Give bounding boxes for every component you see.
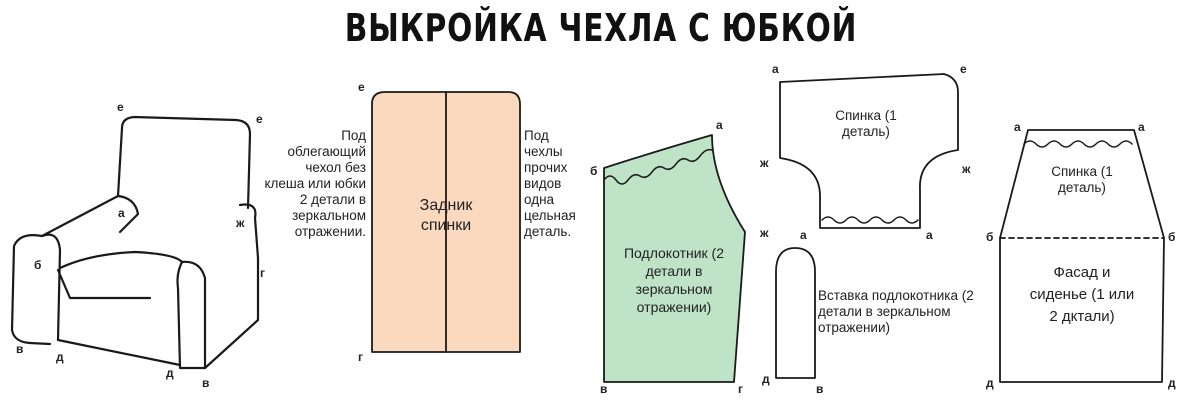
fasad-corner-d2: д [1168,376,1176,390]
spinka-corner-a3: а [926,228,933,242]
spinka-corner-a1: а [772,62,779,76]
podlokotnik-corner-a: а [716,118,723,132]
armchair-drawing [10,115,260,370]
fasad-corner-d1: д [986,376,994,390]
podlokotnik-label: Подлокотник (2 детали в зеркальном отраж… [623,245,724,315]
armchair-label-zh: ж [236,216,245,230]
podlokotnik-corner-v: в [600,382,608,396]
armchair-label-e2: е [256,112,263,126]
armchair-label-v2: в [202,376,210,390]
podlokotnik-corner-b: б [590,164,598,178]
armchair-label-b: б [34,258,42,272]
fasad-label: Фасад и сиденье (1 или 2 дктали) [1029,264,1135,325]
fasad-corner-a1: а [1014,120,1021,134]
zadnik-corner-g: г [358,350,363,364]
fasad-corner-a2: а [1138,120,1145,134]
zadnik-label: Задник спинки [419,197,473,234]
armchair-label-d2: д [166,366,174,380]
spinka-corner-a2: а [800,228,807,242]
spinka-label: Спинка (1 деталь) [835,108,897,139]
zadnik-corner-e: е [358,80,365,94]
armchair-label-d1: д [56,350,64,364]
podlokotnik-corner-zh: ж [760,226,769,240]
zadnik-left-note: Под облегающий чехол без клеша или юбки … [264,128,366,239]
armchair-label-g: г [260,266,265,280]
vstavka-corner-v: в [816,382,824,396]
spinka-piece [779,73,959,229]
zadnik-right-note: Под чехлы прочих видов одна цельная дета… [524,128,576,239]
spinka-corner-e: е [960,62,967,76]
vstavka-corner-d: д [762,372,770,386]
page-title: ВЫКРОЙКА ЧЕХЛА С ЮБКОЙ [344,6,858,50]
spinka-corner-zh2: ж [962,162,971,176]
spinka-corner-zh1: ж [760,156,769,170]
vstavka-piece [775,247,816,379]
armchair-label-v1: в [16,342,24,356]
podlokotnik-corner-g: г [738,382,743,396]
armchair-label-a: а [118,206,125,220]
fasad-corner-b2: б [1168,230,1176,244]
vstavka-label: Вставка подлокотника (2 детали в зеркаль… [818,288,974,335]
podlokotnik-piece [603,134,746,383]
fasad-spinka-label: Спинка (1 деталь) [1051,164,1113,195]
armchair-label-e1: е [117,100,124,114]
fasad-corner-b1: б [986,230,994,244]
